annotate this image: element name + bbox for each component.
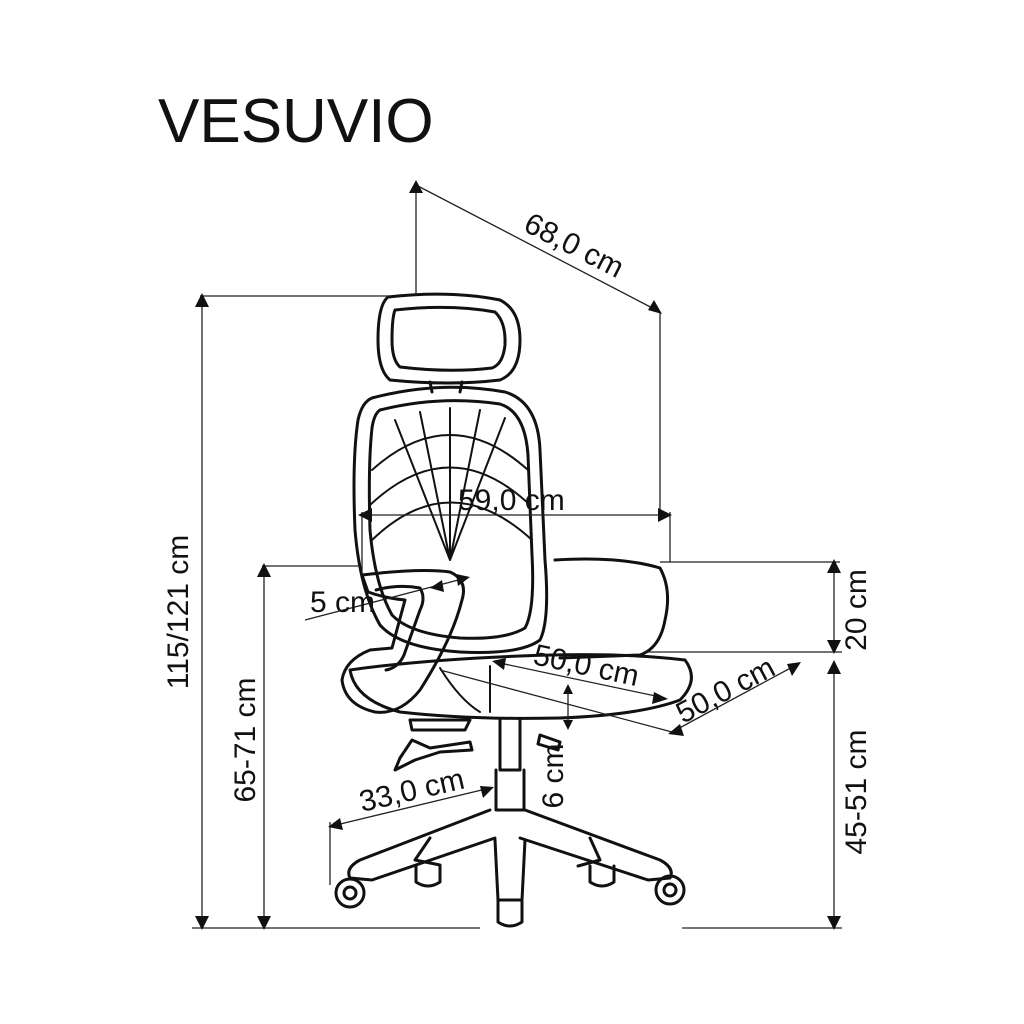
dim-armrest-width: 59,0 cm bbox=[458, 484, 565, 517]
arrowheads bbox=[195, 180, 841, 930]
dimension-labels: 68,0 cm 115/121 cm 65-71 cm 59,0 cm 5 cm… bbox=[162, 207, 873, 855]
dim-seat-adjust: 6 cm bbox=[537, 743, 570, 808]
dim-seat-depth: 50,0 cm bbox=[531, 639, 642, 693]
dim-seat-height: 45-51 cm bbox=[840, 729, 873, 854]
dim-armrest-adjust: 5 cm bbox=[310, 586, 375, 619]
dim-base-radius: 33,0 cm bbox=[356, 763, 467, 819]
product-title: VESUVIO bbox=[158, 87, 434, 156]
casters bbox=[334, 864, 686, 928]
armrest bbox=[340, 569, 465, 714]
seat bbox=[348, 557, 693, 720]
mechanism bbox=[393, 718, 562, 772]
dim-depth-diagonal: 68,0 cm bbox=[519, 207, 629, 285]
headrest bbox=[376, 292, 522, 394]
backrest bbox=[352, 385, 549, 654]
star-base bbox=[347, 808, 673, 902]
dim-backrest-height: 20 cm bbox=[840, 569, 873, 651]
dim-total-height: 115/121 cm bbox=[162, 535, 195, 690]
dimension-lines bbox=[192, 184, 842, 929]
gas-lift bbox=[494, 718, 526, 812]
dim-armrest-height: 65-71 cm bbox=[229, 677, 262, 802]
chair-illustration bbox=[334, 292, 693, 928]
